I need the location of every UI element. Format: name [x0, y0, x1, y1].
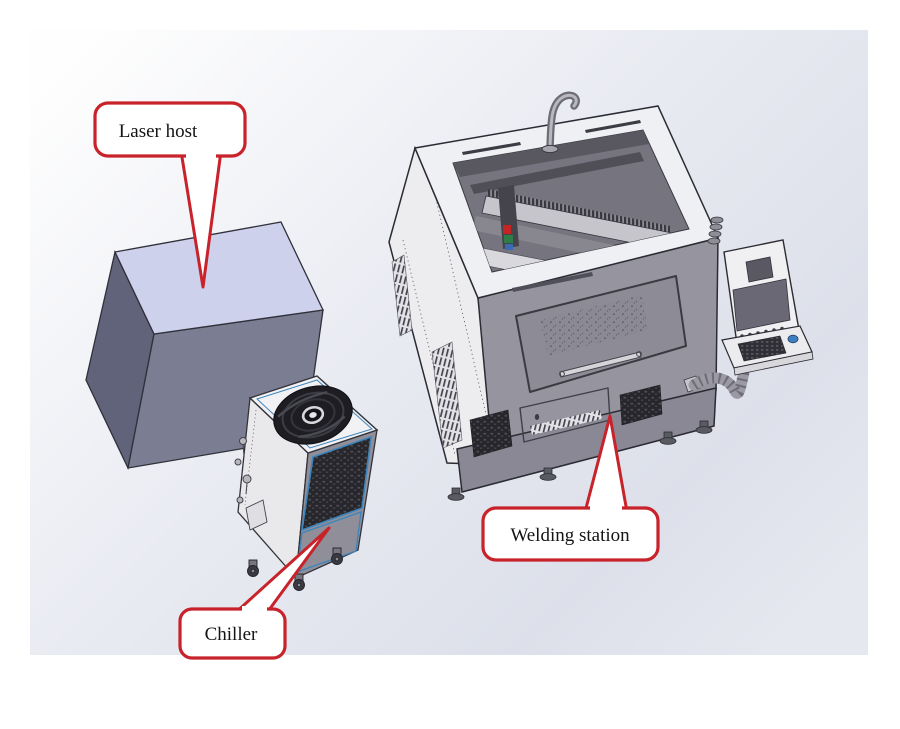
console-screen: [732, 278, 791, 332]
keyboard: [737, 335, 787, 362]
base-slot-row: [530, 410, 602, 435]
callout-joint: [186, 150, 216, 158]
welding-station-label: Welding station: [510, 525, 630, 546]
callout-box: [178, 607, 287, 660]
caster-wheels: [247, 547, 343, 591]
chiller-seam: [244, 409, 257, 506]
chiller-drawer: [245, 499, 268, 531]
cable-gland: [707, 216, 724, 245]
left-panel-seam: [432, 185, 493, 441]
callout-laser-host: Laser host: [93, 101, 247, 289]
callout-joint: [590, 505, 622, 513]
base-vent-grille: [469, 409, 513, 458]
top-frame-slot: [462, 142, 521, 155]
chiller-label: Chiller: [205, 624, 258, 645]
welding-station-model: [388, 91, 814, 501]
front-door-texture: [540, 295, 648, 356]
laser-host-label: Laser host: [119, 121, 198, 142]
door-handle: [559, 351, 642, 378]
base-keyhole: [534, 414, 540, 420]
chiller-model: [234, 375, 379, 591]
callout-chiller: Chiller: [178, 526, 331, 660]
leveling-feet: [447, 420, 713, 501]
base-vent-grille: [619, 384, 663, 426]
callout-joint: [242, 606, 267, 613]
lifting-handle: [541, 91, 580, 154]
chiller-fan: [273, 385, 353, 445]
handle-hook: [559, 371, 565, 377]
callout-box: [93, 101, 247, 158]
laser-head-green-block: [504, 235, 513, 243]
inner-back-wall: [453, 130, 649, 177]
laser-host-model: [85, 221, 324, 471]
handle-hook: [636, 351, 642, 357]
callout-box: [481, 506, 660, 562]
chiller-condenser-grille: [301, 435, 372, 532]
back-rail: [470, 152, 644, 194]
callout-welding-station: Welding station: [481, 414, 660, 562]
top-frame-slot: [585, 120, 641, 133]
flex-conduit: [683, 366, 750, 399]
left-panel-vent: [391, 254, 413, 337]
laser-head-blue-block: [505, 244, 513, 250]
left-panel-vent: [431, 341, 463, 449]
tray-edge: [733, 351, 814, 376]
top-frame-slot: [512, 272, 593, 292]
mouse: [787, 334, 799, 344]
control-console: [721, 239, 814, 376]
cable-chain: [488, 189, 670, 233]
laser-head-red-block: [503, 225, 511, 234]
chiller-fittings: [234, 437, 252, 504]
console-display-small: [745, 256, 774, 283]
laser-host-top-face: [114, 221, 324, 335]
